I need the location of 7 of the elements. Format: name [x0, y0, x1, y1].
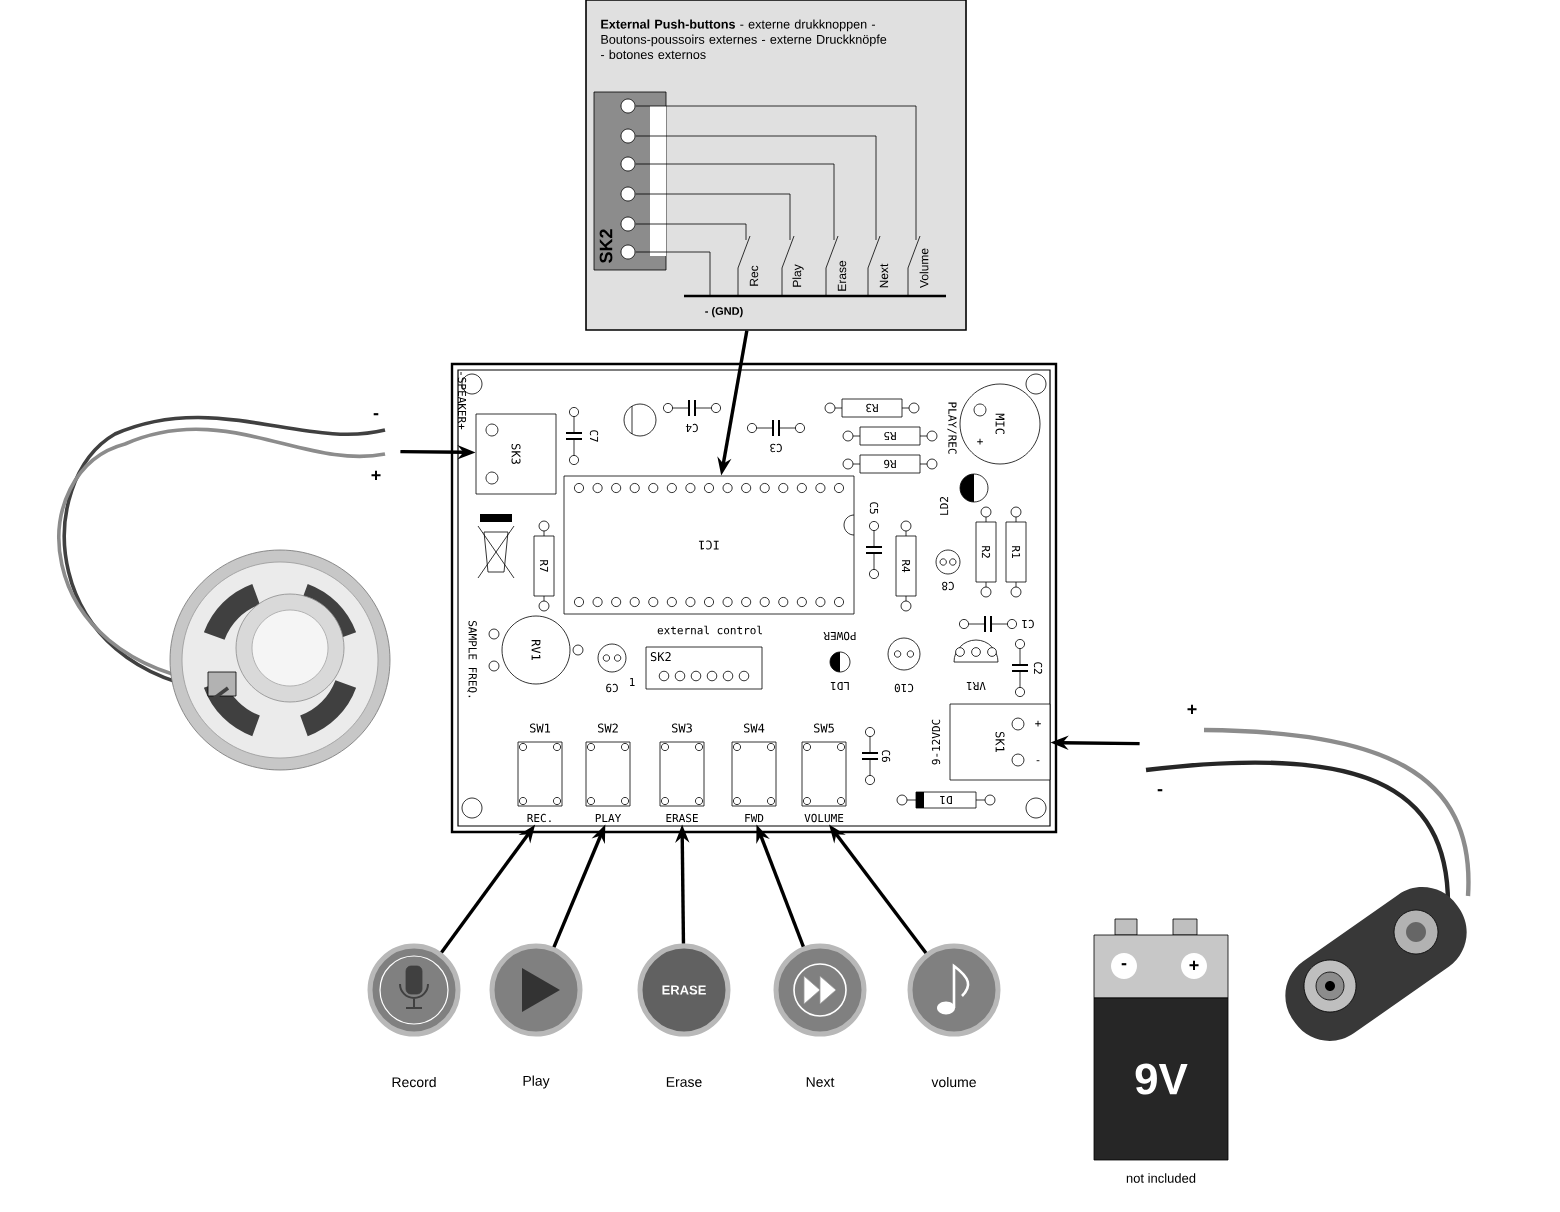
polarity-sign: +	[371, 470, 381, 480]
connector-block: SK2	[593, 91, 667, 271]
circuit-board	[450, 362, 1058, 834]
polarity-sign: -	[1157, 789, 1163, 792]
polarity-sign: -	[1121, 963, 1127, 966]
speaker-drawing	[57, 415, 391, 771]
polarity-sign: +	[1189, 960, 1199, 970]
